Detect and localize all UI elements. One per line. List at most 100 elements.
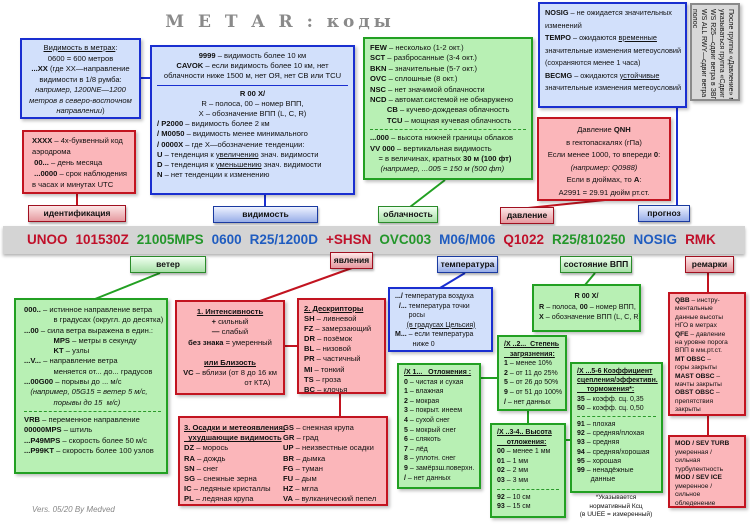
divider [497,488,559,490]
label-forecast: прогноз [638,205,690,222]
text-segment: данные [577,476,616,484]
text-segment: метров в северо-восточном [29,95,132,105]
text-line: 99 – ненадёжные [577,466,656,475]
text-segment: – автомат.системой не обнаружено [386,95,514,105]
code-term: 0 [404,378,408,386]
code-term: ...00G00 [24,377,54,387]
code-term: 7 [404,445,408,453]
text-segment: – от 51 до 100% [507,388,563,396]
text-line: MAST OBSC – [675,373,739,381]
text-segment: указываться группа «Сдвиг ветра»: [718,9,725,101]
code-term: отложения: [497,438,547,446]
text-line: 5 – от 26 до 50% [504,378,560,388]
text-line: 1. Интенсивность [182,307,278,317]
text-segment: Если менее 1000, то впереди [547,150,654,159]
text-line: BR – дымка [283,454,376,464]
text-segment: – видимость более 2 км [183,119,270,129]
text-segment: – дождь [194,453,226,463]
code-term: UP [283,443,294,453]
code-term: QNH [613,125,631,134]
text-line: 93 – средняя [577,438,656,447]
text-segment: R – полоса, 00 – номер ВПП, [201,98,304,108]
code-weather: +SHSN [325,232,372,247]
text-line: ...P49MPS – скорость более 50 м/с [24,436,161,446]
text-line: Если менее 1000, то впереди 0: [544,149,664,162]
code-airport: UNOO [27,232,68,247]
text-line: в гектопаскалях (гПа) [544,137,664,150]
text-line: UP – неизвестные осадки [283,443,376,453]
text-segment: закрыты [675,406,701,414]
text-segment: – нет данных [505,398,551,406]
text-segment: температура воздуха [402,293,474,300]
code-term: 03 [497,476,505,484]
label-clouds: облачность [378,206,438,223]
text-line: полос [692,9,699,95]
code-term: без знака [188,337,224,347]
text-segment: – видимость более 10 км [215,51,307,60]
text-segment: (в UUEE = измеренный) [579,511,653,518]
text-segment: – где X—обозначение тенденции: [183,139,305,149]
code-term: OVC [370,74,387,84]
text-line: 9999 – видимость более 10 км [157,51,348,61]
code-term: FU [283,474,294,484]
text-line: VV 000 – вертикальная видимость [370,144,526,154]
code-forecast: NOSIG [633,232,678,247]
text-line: MPS – метры в секунду [24,336,161,346]
code-term: 50 [577,404,585,412]
code-term: 30 м (100 фт) [463,154,512,164]
text-line: 93 – 15 см [497,502,559,512]
text-line: 000.. – истинное направление ветра [24,305,161,315]
text-line: *Указывается [570,494,662,503]
code-term: DR [304,334,315,344]
text-line: 9 – замёрзш.поверхн. [404,464,474,474]
text-segment: – 3 мм [504,476,529,484]
text-segment: в часах и минутах UTC [32,180,114,189]
code-term: / 0000X [157,139,184,149]
text-line: TS – гроза [304,375,379,385]
text-line: TCU – мощная кучевая облачность [370,116,526,126]
code-term: QBB [675,297,690,304]
text-line: OVC – сплошные (8 окт.) [370,74,526,84]
deposit-depth-box: /X ..3-4.. Высота отложения:00 – менее 1… [490,423,566,518]
text-line: SH – ливневой [304,314,379,324]
code-term: R 00 X/ [574,291,599,300]
text-line [182,348,278,358]
text-segment: – ливневой [314,314,357,324]
text-line: /X ...5-6 Коэффициент [577,367,656,376]
text-line: в часах и минутах UTC [32,179,129,190]
code-term: GR [283,433,295,443]
text-line: значительные изменения метеоусловий [545,82,681,95]
text-line: BL – низовой [304,344,379,354]
text-line: загрязнения: [504,350,560,360]
text-line: торможения*: [577,385,656,394]
clouds-box: FEW – несколько (1-2 окт.)SCT – разброса… [363,37,533,180]
text-segment: – тенденция к [162,160,216,170]
code-term: 3. Осадки и метеоявления, [184,423,286,432]
text-line: IC – ледяные кристаллы [184,484,285,494]
text-segment: – штиль [61,425,93,435]
text-segment: – менее 1 мм [504,448,551,456]
code-term: SG [184,474,195,484]
text-segment: – сплошные (8 окт.) [386,74,458,84]
contamination-box: /X ..2... Степень загрязнения:1 – менее … [497,335,567,411]
code-term: 99 [577,467,585,475]
text-segment: – истинное направление ветра [40,305,153,314]
text-line: /X ..3-4.. Высота [497,428,559,438]
text-segment: – узлы [63,346,90,356]
visibility-runway: R 00 X/R – полоса, 00 – номер ВПП,X – об… [157,89,348,120]
code-term: U [157,149,163,159]
text-segment: знач. видимости [258,149,319,159]
text-line: росы [395,311,486,321]
text-line: 4 – сухой снег [404,416,474,426]
text-segment: – неизвестные осадки [293,443,374,453]
divider [24,410,161,412]
text-segment: горы закрыты [675,364,717,372]
text-line: (в UUEE = измеренный) [570,511,662,520]
text-line: FG – туман [283,464,376,474]
text-segment: – нет значимой облачности [386,84,485,94]
